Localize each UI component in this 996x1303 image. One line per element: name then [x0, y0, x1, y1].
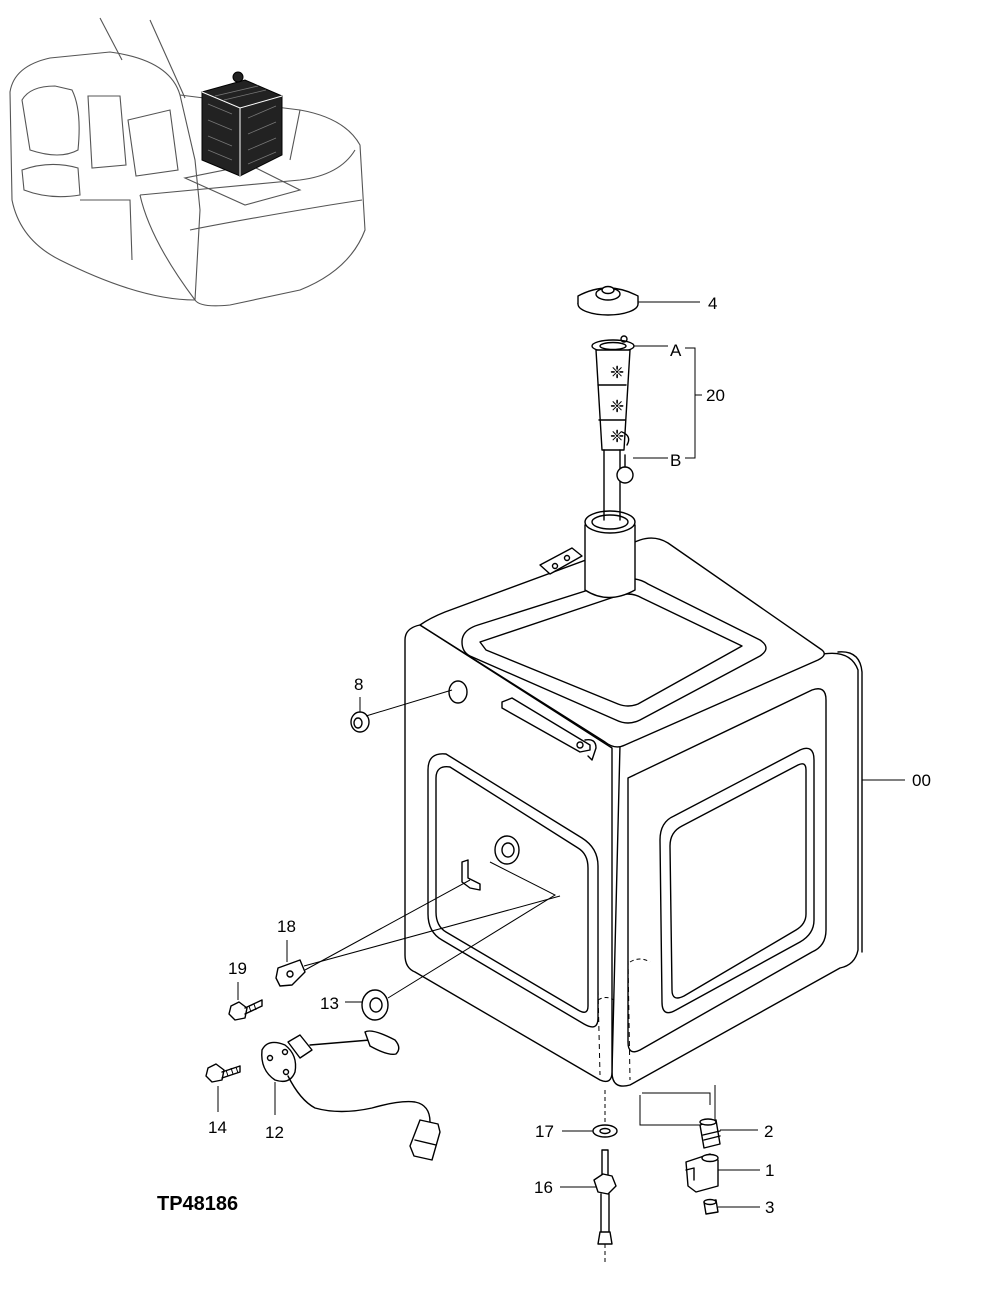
tank-assembly	[404, 510, 863, 1087]
gasket-13	[361, 861, 557, 1021]
filler-cap	[577, 285, 639, 316]
svg-text:❈: ❈	[610, 427, 624, 446]
machine-location-inset	[9, 17, 366, 307]
callout-20: 20	[706, 386, 725, 405]
callout-a: A	[670, 341, 682, 360]
hose-fittings	[639, 1085, 721, 1215]
callout-4: 4	[708, 294, 717, 313]
callout-16: 16	[534, 1178, 553, 1197]
callout-14: 14	[208, 1118, 227, 1137]
callout-00: 00	[912, 771, 931, 790]
drain-plug-16	[593, 1149, 617, 1262]
callout-18: 18	[277, 917, 296, 936]
callout-b: B	[670, 451, 681, 470]
bolt-19	[228, 999, 263, 1021]
callout-1: 1	[765, 1161, 774, 1180]
callout-8: 8	[354, 675, 363, 694]
callout-3: 3	[765, 1198, 774, 1217]
callout-17: 17	[535, 1122, 554, 1141]
bolt-14	[205, 1063, 241, 1083]
bushing	[350, 689, 453, 733]
callout-19: 19	[228, 959, 247, 978]
svg-text:❈: ❈	[610, 397, 624, 416]
level-gauge	[261, 1030, 441, 1161]
suction-strainer: ❈ ❈ ❈	[591, 335, 635, 521]
callout-2: 2	[764, 1122, 773, 1141]
figure-reference: TP48186	[157, 1193, 238, 1215]
leader-lines	[217, 301, 905, 1208]
clip-18	[275, 879, 561, 987]
callout-12: 12	[265, 1123, 284, 1142]
drain-washer-17	[592, 1090, 618, 1138]
callout-13: 13	[320, 994, 339, 1013]
svg-text:❈: ❈	[610, 363, 624, 382]
